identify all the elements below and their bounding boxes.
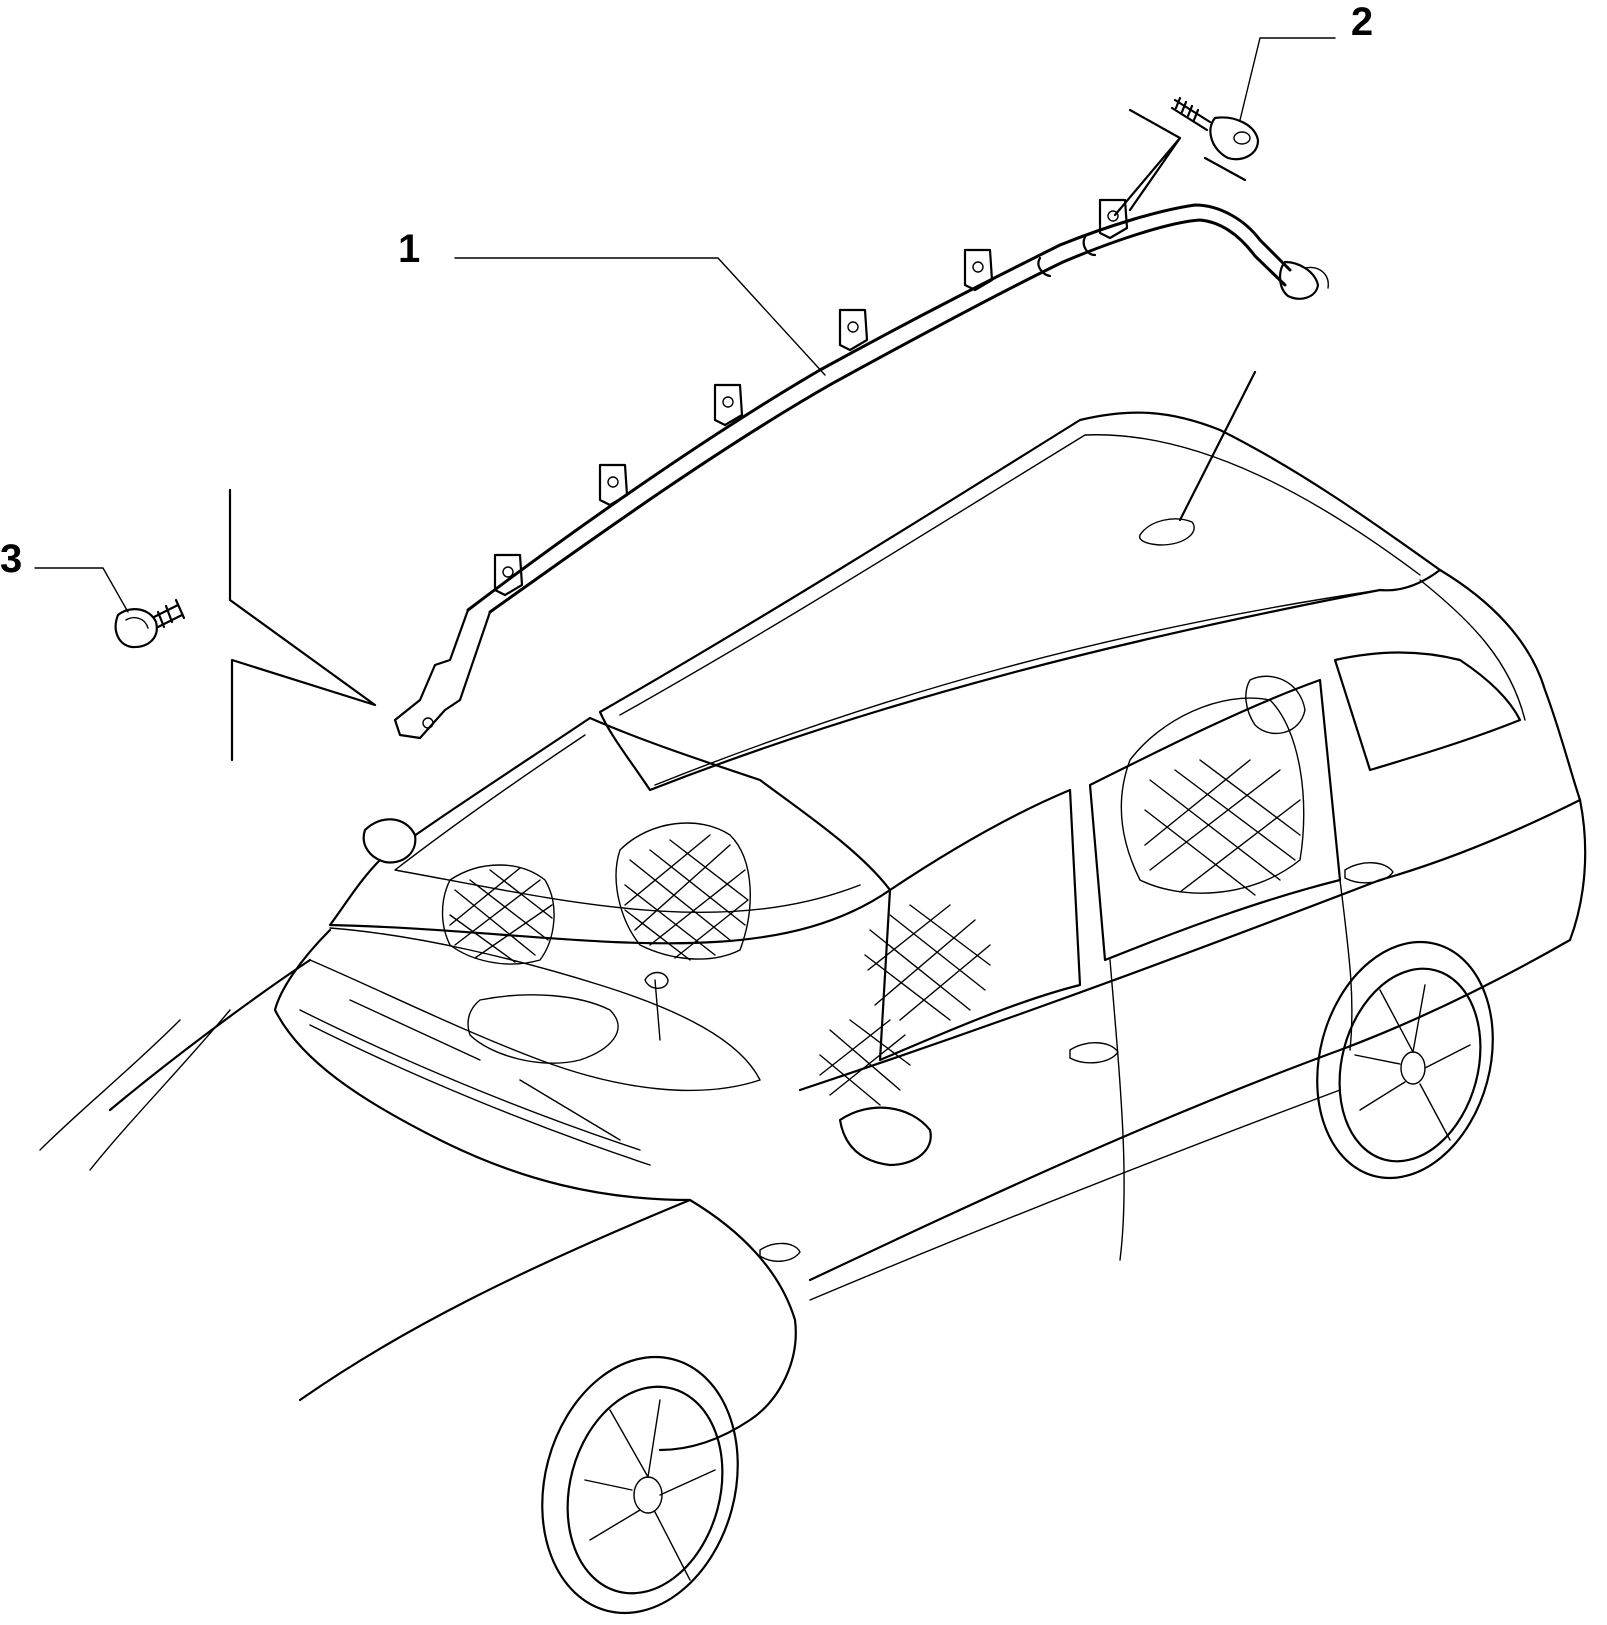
airbag-tube-cap (1037, 235, 1097, 278)
bonnet-line (39, 1009, 231, 1171)
antenna (1178, 370, 1257, 522)
front-wheel (541, 1355, 739, 1615)
door-mirror-left (362, 818, 417, 864)
quarter-window (1333, 651, 1522, 772)
cowl-grille (299, 1009, 651, 1166)
rear-seat (1120, 697, 1305, 894)
curtain-airbag-part (393, 198, 1329, 740)
body-side (798, 798, 1587, 1282)
rear-hatch (1438, 568, 1582, 802)
side-marker (759, 1242, 801, 1262)
side-window-front (878, 788, 1082, 1062)
front-seat-right (441, 864, 555, 965)
airbag-front-bracket (393, 608, 492, 740)
rear-wheel (1316, 940, 1494, 1180)
leader-2 (1239, 37, 1336, 121)
seat-quilting (449, 759, 1301, 1106)
windscreen (328, 716, 892, 945)
car-illustration (39, 370, 1587, 1615)
bolt-shank (146, 598, 186, 632)
leader-lines (34, 37, 1336, 762)
front-seat-left (615, 822, 751, 960)
antenna-base (1138, 518, 1195, 546)
center-console (467, 994, 619, 1064)
door-line (1109, 879, 1353, 1261)
rear-hatch-inner (1419, 579, 1526, 721)
door-handle-rear (1344, 862, 1394, 884)
airbag-connector-ring (1304, 266, 1329, 289)
rear-headrest (1245, 675, 1306, 735)
screw-shank (1170, 96, 1212, 132)
airbag-tube-lower (488, 218, 1287, 614)
door-mirror (838, 1106, 932, 1167)
door-handle-front (1069, 1042, 1119, 1064)
windscreen-inner (394, 734, 861, 914)
leader-3 (34, 567, 129, 613)
bolt-head (114, 608, 158, 649)
front-fender (298, 1198, 797, 1452)
guide-bolt (228, 488, 377, 762)
gear-lever (644, 971, 669, 1041)
wiper-left (349, 999, 621, 1141)
roof-rail (654, 589, 1381, 786)
rocker-sill (809, 1089, 1341, 1301)
self-tapping-screw-part (1170, 96, 1260, 161)
callout-3: 3 (0, 537, 22, 581)
airbag-tube-upper (466, 203, 1292, 612)
roof-outline (598, 411, 1442, 792)
dashboard (309, 927, 761, 1092)
airbag-clips (493, 198, 1129, 597)
callout-1: 1 (398, 227, 420, 271)
roof-inner-line (619, 434, 1421, 716)
bracket-hole (422, 717, 434, 729)
guide-screw (1113, 108, 1247, 217)
callout-2: 2 (1351, 0, 1373, 44)
airbag-connector (1279, 260, 1320, 300)
bonnet (108, 928, 692, 1202)
flange-bolt-part (114, 598, 186, 649)
leader-1 (454, 257, 826, 376)
